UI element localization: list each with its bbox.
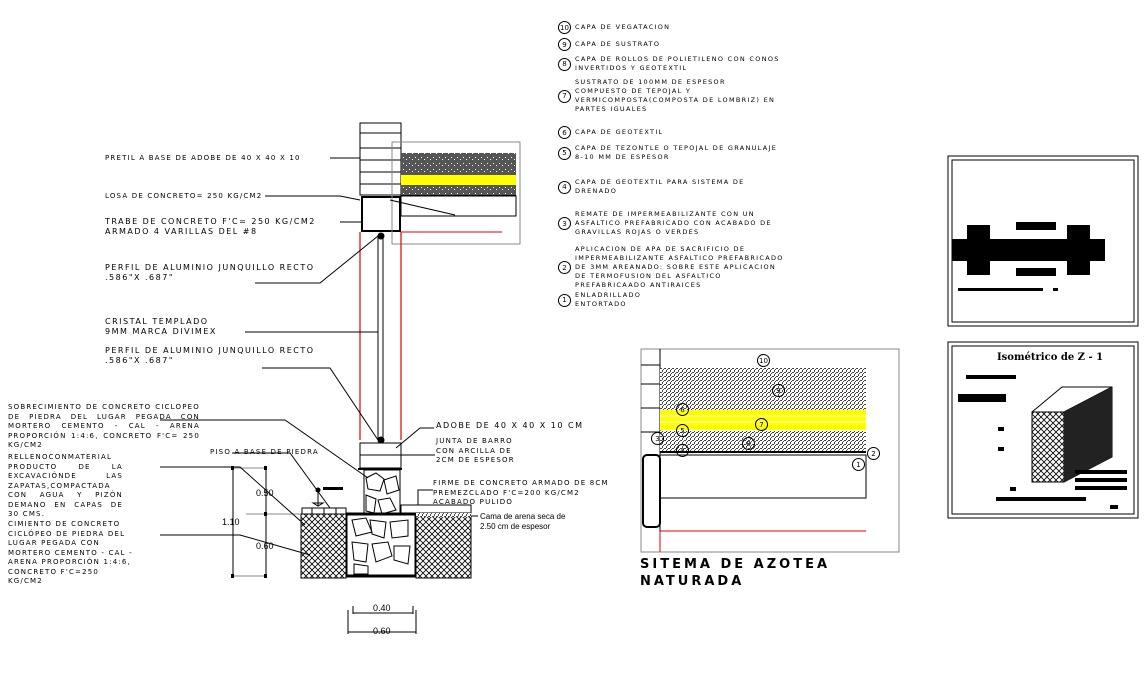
label-perfil-bottom: PERFIL DE ALUMINIO JUNQUILLO RECTO .586"… — [105, 346, 315, 365]
detail-marker: 10 — [757, 354, 770, 367]
legend-number: 5 — [558, 146, 571, 160]
legend-text: Capa de geotextil para sistema de drenad… — [575, 178, 745, 195]
label-losa: losa de concreto= 250 kg/cm2 — [105, 192, 263, 200]
legend-item: 10 Capa de vegatacion — [558, 21, 670, 34]
detail-marker: 3 — [651, 432, 664, 445]
legend-item: 1 Enladrillado entortado — [558, 291, 641, 309]
legend-number: 3 — [558, 217, 571, 230]
legend-number: 10 — [558, 21, 571, 34]
detail-marker: 2 — [867, 447, 880, 460]
dim-060-left: 0.60 — [256, 541, 274, 551]
legend-number: 7 — [558, 89, 571, 103]
dim-040: 0.40 — [373, 603, 391, 613]
label-cama-arena: Cama de arena seca de 2.50 cm de espesor — [480, 512, 566, 531]
legend-text: Capa de rollos de polietileno con conos … — [575, 55, 780, 72]
label-cimiento: Cimiento de concreto ciclópeo de piedra … — [8, 520, 133, 585]
detail-marker: 9 — [772, 384, 785, 397]
detail-marker: 1 — [852, 458, 865, 471]
label-firme: FIRME DE CONCRETO ARMADO DE 8cm PREMEZCL… — [433, 479, 609, 506]
dim-110: 1.10 — [222, 517, 240, 527]
legend-text: Capa de sustrato — [575, 40, 661, 48]
detail-marker: 8 — [742, 437, 755, 450]
legend-text: Capa de geotextil — [575, 128, 664, 136]
label-cristal: CRISTAL TEMPLADO 9MM MARCA DIVIMEX — [105, 317, 217, 336]
legend-number: 1 — [558, 293, 571, 307]
label-adobe: Adobe de 40 x 40 x 10 cm — [436, 421, 584, 430]
legend-number: 4 — [558, 180, 571, 194]
label-piso: Piso a base de piedra — [210, 448, 319, 456]
detail-title: SITEMA DE AZOTEA NATURADA — [640, 557, 831, 589]
detail-marker: 6 — [676, 403, 689, 416]
legend-item: 9 Capa de sustrato — [558, 38, 660, 51]
isometric-box — [947, 341, 1139, 519]
legend-text: Capa de tezontle o tepojal de granulaje … — [575, 144, 778, 161]
legend-number: 8 — [558, 57, 571, 71]
legend-text: Sustrato de 100mm de espesor compuesto d… — [575, 78, 776, 113]
detail-marker: 7 — [755, 418, 768, 431]
legend-item: 4 Capa de geotextil para sistema de drena… — [558, 178, 745, 196]
legend-item: 8 Capa de rollos de polietileno con conos… — [558, 55, 780, 73]
legend-item: 3 Remate de impermeabilizante con un asfa… — [558, 210, 772, 237]
legend-number: 2 — [558, 261, 571, 274]
legend-item: 5 Capa de tezontle o tepojal de granulaje… — [558, 144, 777, 162]
label-sobrecimiento: sobrecimiento de concreto ciclopeo de pi… — [8, 403, 200, 449]
label-junta: Junta de barro con arcilla de 2cm de esp… — [436, 437, 515, 464]
wall-section — [160, 122, 521, 634]
legend-item: 7 Sustrato de 100mm de espesor compuesto … — [558, 78, 775, 114]
legend-item: 6 Capa de geotextil — [558, 126, 663, 139]
label-pretil: pretil a base de adobe de 40 x 40 x 10 — [105, 154, 301, 162]
detail-marker: 5 — [676, 424, 689, 437]
legend-text: Enladrillado entortado — [575, 291, 642, 308]
label-perfil-top: PERFIL DE ALUMINIO JUNQUILLO RECTO .586"… — [105, 263, 315, 282]
dim-060-bottom: 0.60 — [373, 626, 391, 636]
legend-number: 9 — [558, 38, 571, 51]
legend-text: Capa de vegatacion — [575, 23, 671, 31]
dim-050: 0.50 — [256, 488, 274, 498]
detail-marker: 4 — [676, 444, 689, 457]
label-trabe: TRABE DE CONCRETO F'C= 250 kg/cm2 ARMADO… — [105, 217, 316, 236]
plan-detail-box — [947, 155, 1139, 327]
legend-number: 6 — [558, 126, 571, 139]
isometric-title: Isométrico de Z - 1 — [997, 352, 1104, 363]
label-relleno: Rellenoconmaterial producto de la excava… — [8, 453, 123, 518]
legend-item: 2 Aplicacion de apa de sacrificio de impe… — [558, 245, 784, 290]
legend-text: Aplicacion de apa de sacrificio de imper… — [575, 245, 784, 289]
legend-text: Remate de impermeabilizante con un asfal… — [575, 210, 772, 236]
